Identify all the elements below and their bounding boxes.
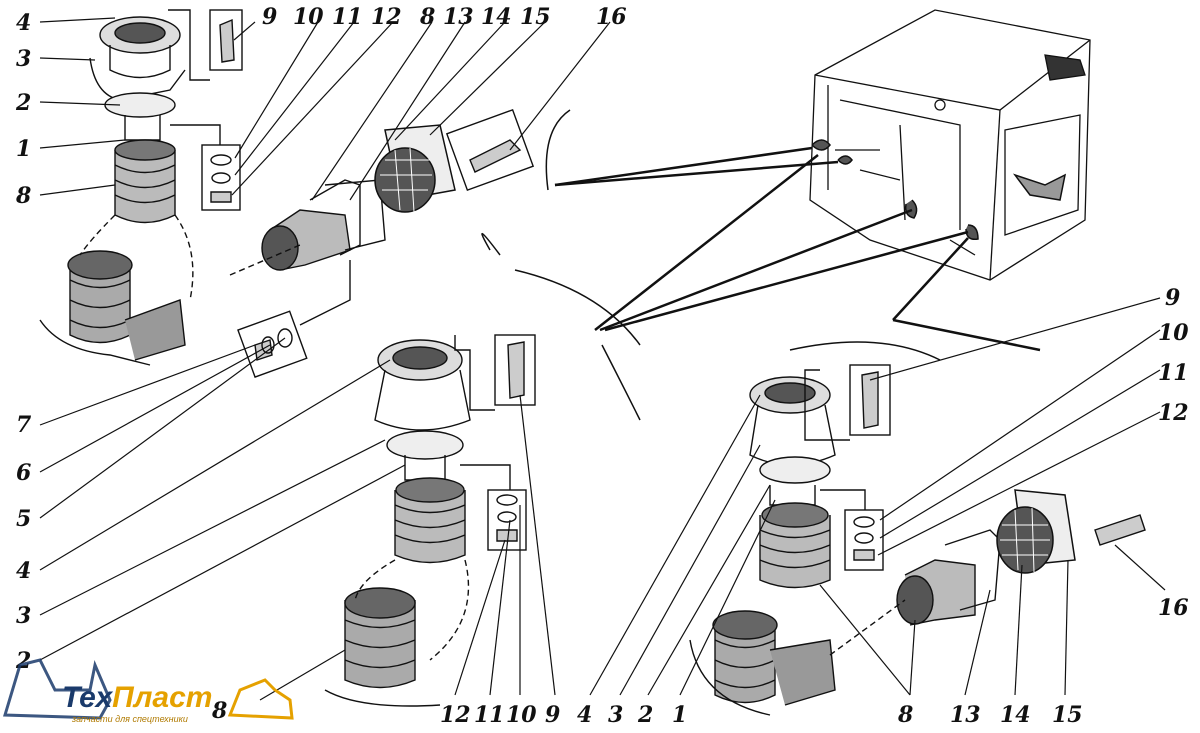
logo-tagline: запчасти для спецтехники — [71, 714, 188, 724]
bolt-bottom-right — [804, 364, 1146, 546]
callout-num: 11 — [1158, 360, 1189, 386]
callout-num: 5 — [16, 506, 31, 532]
callout-num: 3 — [608, 702, 623, 728]
callout-num: 8 — [419, 4, 435, 30]
callouts-top-left: 4 3 2 1 8 9 10 11 12 8 13 14 15 16 — [15, 4, 627, 209]
callout-num: 13 — [443, 4, 474, 30]
callout-num: 11 — [332, 4, 363, 30]
callout-num: 16 — [1158, 595, 1189, 621]
bolt-top — [209, 9, 535, 192]
callout-num: 9 — [1165, 285, 1180, 311]
callout-num: 12 — [440, 702, 471, 728]
washer-set-top — [168, 9, 241, 211]
callout-num: 14 — [1000, 702, 1031, 728]
callout-num: 7 — [16, 412, 32, 438]
callout-num: 4 — [577, 702, 592, 728]
loader-icon — [227, 678, 294, 720]
callout-num: 4 — [16, 558, 31, 584]
svg-text:ТехПласт: ТехПласт — [62, 681, 212, 714]
grille-bottom-right — [996, 489, 1076, 574]
callouts-bottom-center: 12 11 10 9 4 3 2 1 — [440, 702, 687, 728]
cab-leader-lines — [554, 146, 1041, 352]
callouts-right: 9 10 11 12 16 — [1158, 285, 1189, 621]
callout-num: 9 — [262, 4, 277, 30]
washer-set-bottom-right — [820, 489, 884, 571]
hose-elbow-bottom-right — [829, 529, 1001, 656]
callout-num: 10 — [506, 702, 537, 728]
callout-num: 11 — [474, 702, 505, 728]
callout-num: 15 — [520, 4, 551, 30]
callout-num: 8 — [211, 698, 227, 724]
callout-num: 6 — [16, 460, 31, 486]
callout-num: 12 — [371, 4, 402, 30]
logo-part2: Пласт — [112, 681, 212, 714]
bolt-bottom-center — [454, 334, 536, 411]
callout-num: 3 — [16, 46, 31, 72]
callout-num: 1 — [16, 136, 31, 162]
callout-num: 8 — [15, 183, 31, 209]
guide-arcs — [481, 109, 941, 421]
callout-num: 8 — [897, 702, 913, 728]
logo-part1: Тех — [62, 681, 113, 714]
excavator-icon — [3, 658, 112, 720]
cab-vent-fittings — [811, 139, 1067, 241]
vent-assembly-bottom-center — [324, 339, 471, 707]
hose-elbow-top — [229, 179, 386, 276]
callout-num: 4 — [16, 10, 31, 36]
callout-leaders — [39, 17, 1166, 701]
callout-num: 1 — [672, 702, 687, 728]
callout-num: 12 — [1158, 400, 1189, 426]
callout-num: 16 — [596, 4, 627, 30]
callout-num: 10 — [1158, 320, 1189, 346]
callout-num: 9 — [545, 702, 560, 728]
grille-top — [374, 124, 456, 213]
callout-num: 10 — [293, 4, 324, 30]
callouts-bottom-right: 8 13 14 15 — [897, 702, 1083, 728]
vent-assembly-top-left — [39, 16, 194, 366]
callout-num: 2 — [637, 702, 653, 728]
callout-num: 14 — [481, 4, 512, 30]
callout-num: 2 — [15, 90, 31, 116]
brand-logo: ТехПласт запчасти для спецтехники — [3, 658, 294, 724]
callout-num: 13 — [950, 702, 981, 728]
cab-outline — [809, 9, 1091, 281]
washer-set-bottom-center — [460, 464, 527, 551]
callout-num: 3 — [16, 603, 31, 629]
vent-assembly-bottom-right — [689, 376, 836, 716]
callout-num: 15 — [1052, 702, 1083, 728]
